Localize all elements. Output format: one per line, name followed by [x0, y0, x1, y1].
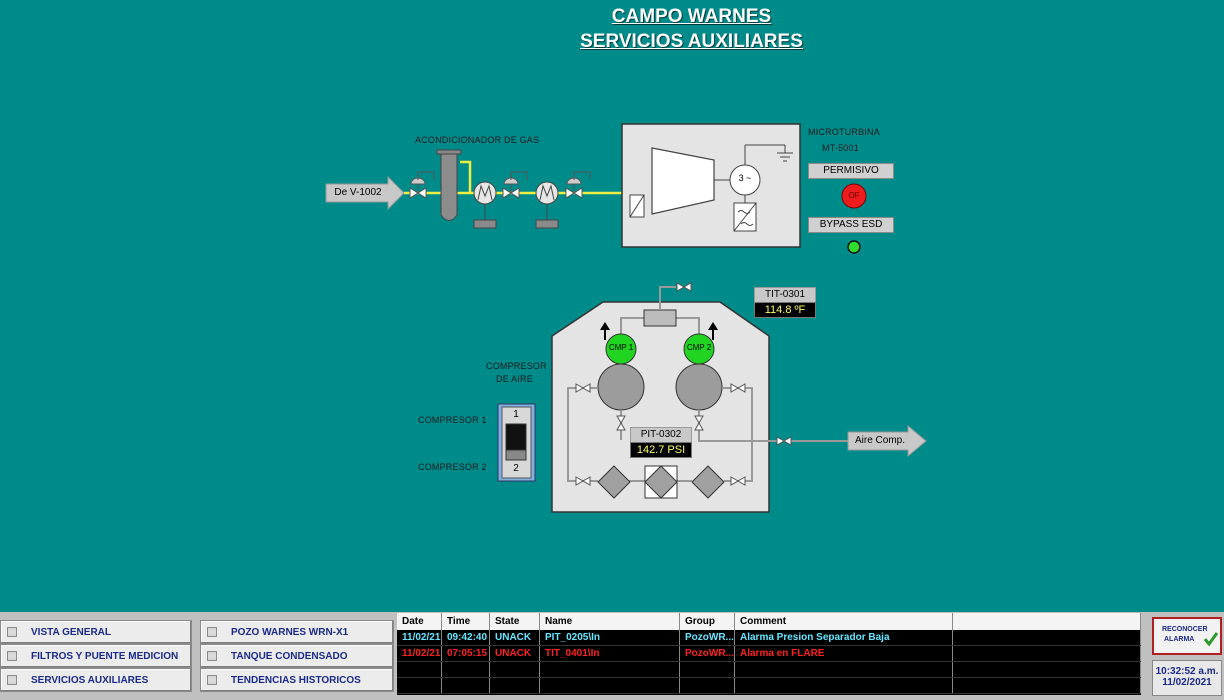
- col-group[interactable]: Group: [680, 613, 735, 630]
- col-time[interactable]: Time: [442, 613, 490, 630]
- permissive-label: PERMISIVO: [808, 163, 894, 179]
- gas-valve-3[interactable]: [565, 171, 591, 199]
- filter-1[interactable]: [597, 465, 631, 499]
- microturbine-label: MICROTURBINA: [808, 127, 880, 137]
- cmp-1-label: CMP 1: [608, 343, 634, 352]
- compressor-2[interactable]: [675, 363, 723, 411]
- air-outlet-label: Aire Comp.: [854, 435, 905, 446]
- acknowledge-alarm-button[interactable]: RECONOCER ALARMA: [1152, 617, 1222, 655]
- selector-pos-1: 1: [513, 409, 519, 420]
- selector-label-2: COMPRESOR 2: [418, 462, 487, 472]
- page-title: CAMPO WARNES: [611, 6, 772, 27]
- pit-0302-value[interactable]: 142.7 PSI: [630, 442, 692, 458]
- checkmark-icon: [1204, 632, 1218, 646]
- selector-pos-2: 2: [513, 463, 519, 474]
- alarm-summary-table[interactable]: Date Time State Name Group Comment 11/02…: [397, 613, 1141, 695]
- process-diagram: [325, 123, 927, 513]
- table-row[interactable]: 11/02/21 09:42:40 UNACK PIT_0205\In Pozo…: [397, 630, 1141, 646]
- compressor-selector-switch[interactable]: [497, 403, 536, 482]
- clock-display: 10:32:52 a.m. 11/02/2021: [1152, 660, 1222, 696]
- air-compressor-skid[interactable]: [551, 301, 770, 513]
- nav-tanque-condensado[interactable]: TANQUE CONDENSADO: [200, 644, 394, 668]
- clock-date: 11/02/2021: [1162, 677, 1212, 688]
- nav-indicator-icon: [207, 627, 217, 637]
- nav-indicator-icon: [7, 627, 17, 637]
- pit-0302-tag: PIT-0302: [630, 427, 692, 443]
- air-compressor-label-1: COMPRESOR: [486, 361, 547, 371]
- vent-valve[interactable]: [676, 282, 692, 292]
- microturbine-tag: MT-5001: [822, 143, 859, 153]
- inlet-arrow[interactable]: [325, 175, 405, 211]
- dryer-unit[interactable]: [644, 465, 678, 499]
- nav-indicator-icon: [207, 651, 217, 661]
- microturbine-unit[interactable]: [621, 123, 801, 248]
- gas-heater-2[interactable]: [535, 181, 559, 229]
- alarm-table-header: Date Time State Name Group Comment: [397, 613, 1141, 630]
- nav-indicator-icon: [7, 675, 17, 685]
- col-date[interactable]: Date: [397, 613, 442, 630]
- table-row: [397, 662, 1141, 678]
- col-comment[interactable]: Comment: [735, 613, 953, 630]
- nav-filtros-puente-medicion[interactable]: FILTROS Y PUENTE MEDICION: [0, 644, 192, 668]
- gas-valve-2[interactable]: [502, 171, 528, 199]
- filter-2[interactable]: [691, 465, 725, 499]
- cmp-2-label: CMP 2: [686, 343, 712, 352]
- gas-valve-1[interactable]: [409, 171, 435, 199]
- gas-filter-vessel[interactable]: [436, 149, 462, 221]
- conditioner-label: ACONDICIONADOR DE GAS: [415, 135, 540, 145]
- nav-indicator-icon: [207, 675, 217, 685]
- gas-heater-1[interactable]: [473, 181, 497, 229]
- bypass-esd-indicator[interactable]: [847, 240, 861, 254]
- compressor-1[interactable]: [597, 363, 645, 411]
- nav-tendencias-historicos[interactable]: TENDENCIAS HISTORICOS: [200, 668, 394, 692]
- table-row: [397, 678, 1141, 694]
- col-state[interactable]: State: [490, 613, 540, 630]
- table-row[interactable]: 11/02/21 07:05:15 UNACK TIT_0401\In Pozo…: [397, 646, 1141, 662]
- bypass-esd-label: BYPASS ESD: [808, 217, 894, 233]
- nav-servicios-auxiliares[interactable]: SERVICIOS AUXILIARES: [0, 668, 192, 692]
- permissive-state: OF: [848, 191, 860, 200]
- selector-label-1: COMPRESOR 1: [418, 415, 487, 425]
- tit-0301-tag: TIT-0301: [754, 287, 816, 303]
- permissive-indicator[interactable]: [841, 183, 867, 209]
- generator-label: 3 ~: [738, 173, 752, 183]
- nav-pozo-warnes[interactable]: POZO WARNES WRN-X1: [200, 620, 394, 644]
- air-compressor-label-2: DE AIRE: [496, 374, 533, 384]
- cmp-1-motor[interactable]: [600, 322, 637, 365]
- col-name[interactable]: Name: [540, 613, 680, 630]
- tit-0301-value[interactable]: 114.8 ºF: [754, 302, 816, 318]
- nav-vista-general[interactable]: VISTA GENERAL: [0, 620, 192, 644]
- page-subtitle: SERVICIOS AUXILIARES: [580, 31, 803, 52]
- inlet-label: De V-1002: [334, 187, 382, 198]
- nav-indicator-icon: [7, 651, 17, 661]
- clock-time: 10:32:52 a.m.: [1155, 666, 1219, 677]
- col-extra: [953, 613, 1141, 630]
- air-outlet-arrow[interactable]: [847, 424, 927, 458]
